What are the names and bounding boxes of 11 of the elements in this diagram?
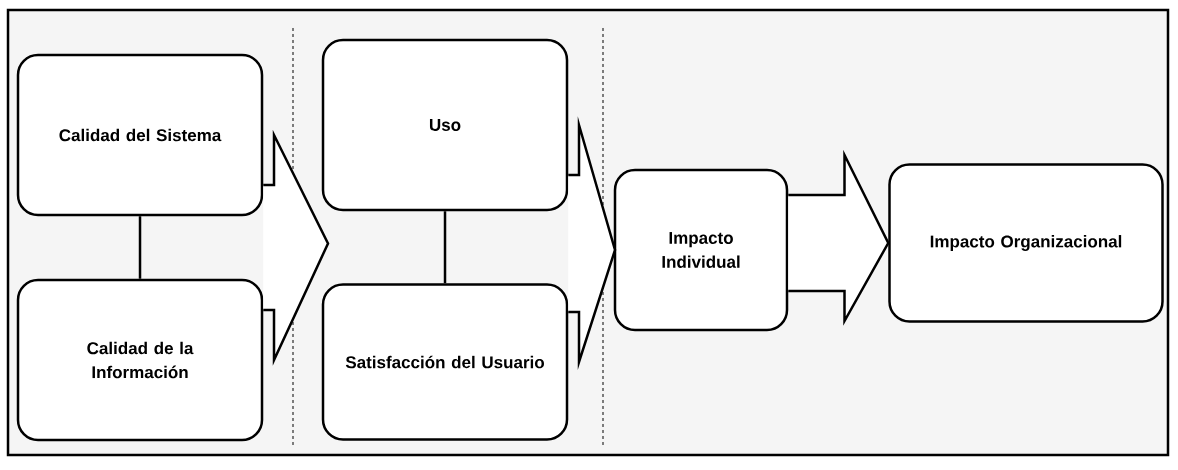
connector-line <box>443 211 447 284</box>
rounded-box: Uso <box>321 38 569 212</box>
block-arrow <box>787 149 890 326</box>
connector-line <box>138 216 142 279</box>
block-arrow <box>567 116 617 370</box>
rounded-box: Calidad del Sistema <box>16 53 264 217</box>
rounded-box: Impacto Organizacional <box>888 163 1164 323</box>
rounded-box: Satisfacción del Usuario <box>321 283 569 441</box>
rounded-box: Impacto Individual <box>613 168 789 332</box>
rounded-box: Calidad de la Información <box>16 278 264 442</box>
block-arrow <box>262 129 330 366</box>
